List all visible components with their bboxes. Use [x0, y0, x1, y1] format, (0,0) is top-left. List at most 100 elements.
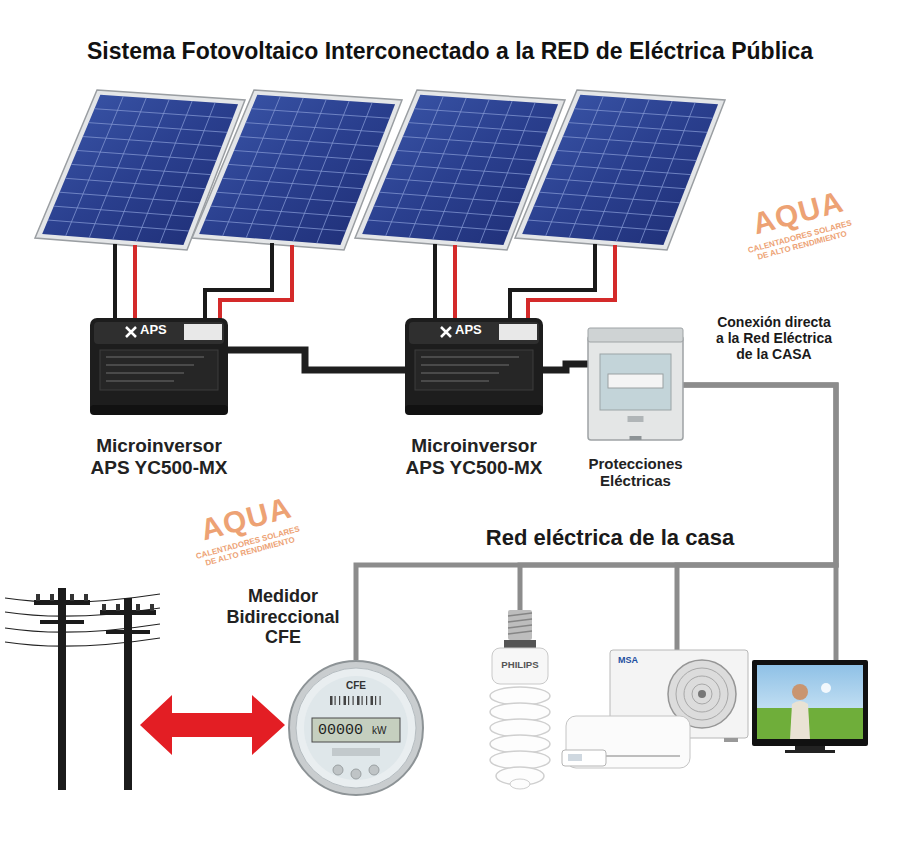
- tv-stand: [785, 750, 835, 753]
- inverter-plate: [100, 350, 218, 390]
- cell-line: [77, 150, 216, 160]
- cell-line: [551, 164, 691, 174]
- plate-line: [106, 380, 174, 382]
- bulb-ring: [504, 640, 536, 648]
- inverter-body: [405, 318, 543, 415]
- panel-cable: [133, 245, 137, 322]
- screw-thread: [508, 631, 532, 634]
- barcode-bar: [357, 696, 360, 705]
- diagram-title: Sistema Fotovoltaico Interconectado a la…: [0, 38, 900, 64]
- cell-line: [380, 192, 520, 203]
- panel-frame: [515, 90, 725, 250]
- cell-line: [563, 137, 702, 147]
- fan-ring: [676, 668, 728, 720]
- cell-line: [71, 164, 211, 174]
- brand-logo: APS: [455, 323, 482, 338]
- tv-grass: [757, 708, 863, 739]
- lcd-display: [312, 718, 400, 742]
- aps-logo: [126, 327, 136, 337]
- cell-line: [222, 178, 362, 188]
- inverter-plate: [415, 350, 533, 390]
- cell-line: [211, 206, 352, 217]
- panel-cable: [205, 243, 272, 322]
- light-bulb: PHILIPS: [478, 610, 562, 790]
- cell-line: [403, 137, 542, 147]
- crossarm: [40, 620, 84, 624]
- cell-line: [368, 220, 509, 231]
- cell-line: [60, 192, 200, 203]
- cell-line: [385, 178, 525, 188]
- cell-line: [557, 150, 696, 160]
- cell-line: [391, 164, 531, 174]
- panel-cable: [220, 245, 292, 322]
- plate-line: [106, 372, 184, 374]
- cell-line: [528, 220, 669, 231]
- meter-button: [369, 765, 379, 775]
- screw-thread: [508, 619, 532, 622]
- component-label: Protecciones Eléctricas: [573, 455, 698, 490]
- fan-ring: [684, 676, 720, 712]
- panel-cable: [113, 244, 117, 322]
- bulb-tip: [510, 779, 530, 789]
- house-wire: [677, 385, 836, 650]
- plate-line: [421, 356, 519, 358]
- inverter-body: [90, 318, 228, 415]
- barcode-bar: [366, 696, 367, 705]
- microinverter: APSMicroinversor APS YC500-MX: [405, 318, 543, 415]
- plate-line: [106, 356, 204, 358]
- inverter-edge: [90, 405, 228, 415]
- insulator: [136, 604, 140, 611]
- panel-cable: [528, 245, 615, 322]
- panel-cells: [522, 95, 718, 245]
- meter-reading: 00000: [318, 722, 363, 739]
- breaker-row: [608, 374, 663, 388]
- cell-line: [252, 109, 390, 119]
- meter-plate: [332, 748, 380, 756]
- barcode-bar: [330, 696, 333, 705]
- meter-unit: kW: [372, 725, 386, 737]
- tv-figure: [790, 701, 810, 739]
- crossarm: [34, 600, 90, 605]
- panel-cable: [510, 244, 595, 322]
- meter-button: [333, 765, 343, 775]
- microinverter: APSMicroinversor APS YC500-MX: [90, 318, 228, 415]
- remote-display: [568, 754, 582, 761]
- pole: [58, 588, 66, 790]
- panel-cable: [433, 244, 437, 322]
- bidirectional-arrow: [140, 695, 285, 755]
- cell-line: [240, 137, 379, 147]
- ac-foot: [724, 738, 738, 742]
- barcode-bar: [375, 696, 376, 705]
- insulator: [102, 604, 106, 611]
- cell-line: [234, 150, 373, 160]
- cell-line: [228, 164, 368, 174]
- cell-line: [217, 192, 357, 203]
- brand-logo: APS: [140, 323, 167, 338]
- protection-drawing: [588, 328, 683, 440]
- panel-cable: [453, 245, 457, 322]
- screw-thread: [508, 613, 532, 616]
- bulb-drawing: [478, 610, 562, 790]
- connection-note: Conexión directa a la Red Eléctrica de l…: [712, 314, 836, 362]
- bulb-screw: [508, 610, 532, 640]
- ac-drawing: [562, 650, 748, 792]
- power-poles: [5, 588, 160, 790]
- crossarm: [100, 610, 156, 615]
- pole: [124, 598, 132, 790]
- screw-thread: [508, 625, 532, 628]
- enclosure-body: [588, 336, 683, 440]
- cell-line: [397, 150, 536, 160]
- dc-ac-cable: [228, 350, 405, 370]
- barcode-bar: [335, 696, 336, 705]
- meter-button: [351, 769, 361, 779]
- insulator: [70, 594, 74, 601]
- cell-line: [545, 178, 685, 188]
- inverter-top: [409, 322, 539, 344]
- cell-line: [534, 206, 675, 217]
- cable-gland: [630, 436, 642, 440]
- cell-line: [374, 206, 515, 217]
- bidirectional-meter: Medidor Bidireccional CFECFE00000kW: [288, 660, 424, 796]
- insulator: [50, 594, 54, 601]
- brand-name: MSA: [618, 655, 638, 665]
